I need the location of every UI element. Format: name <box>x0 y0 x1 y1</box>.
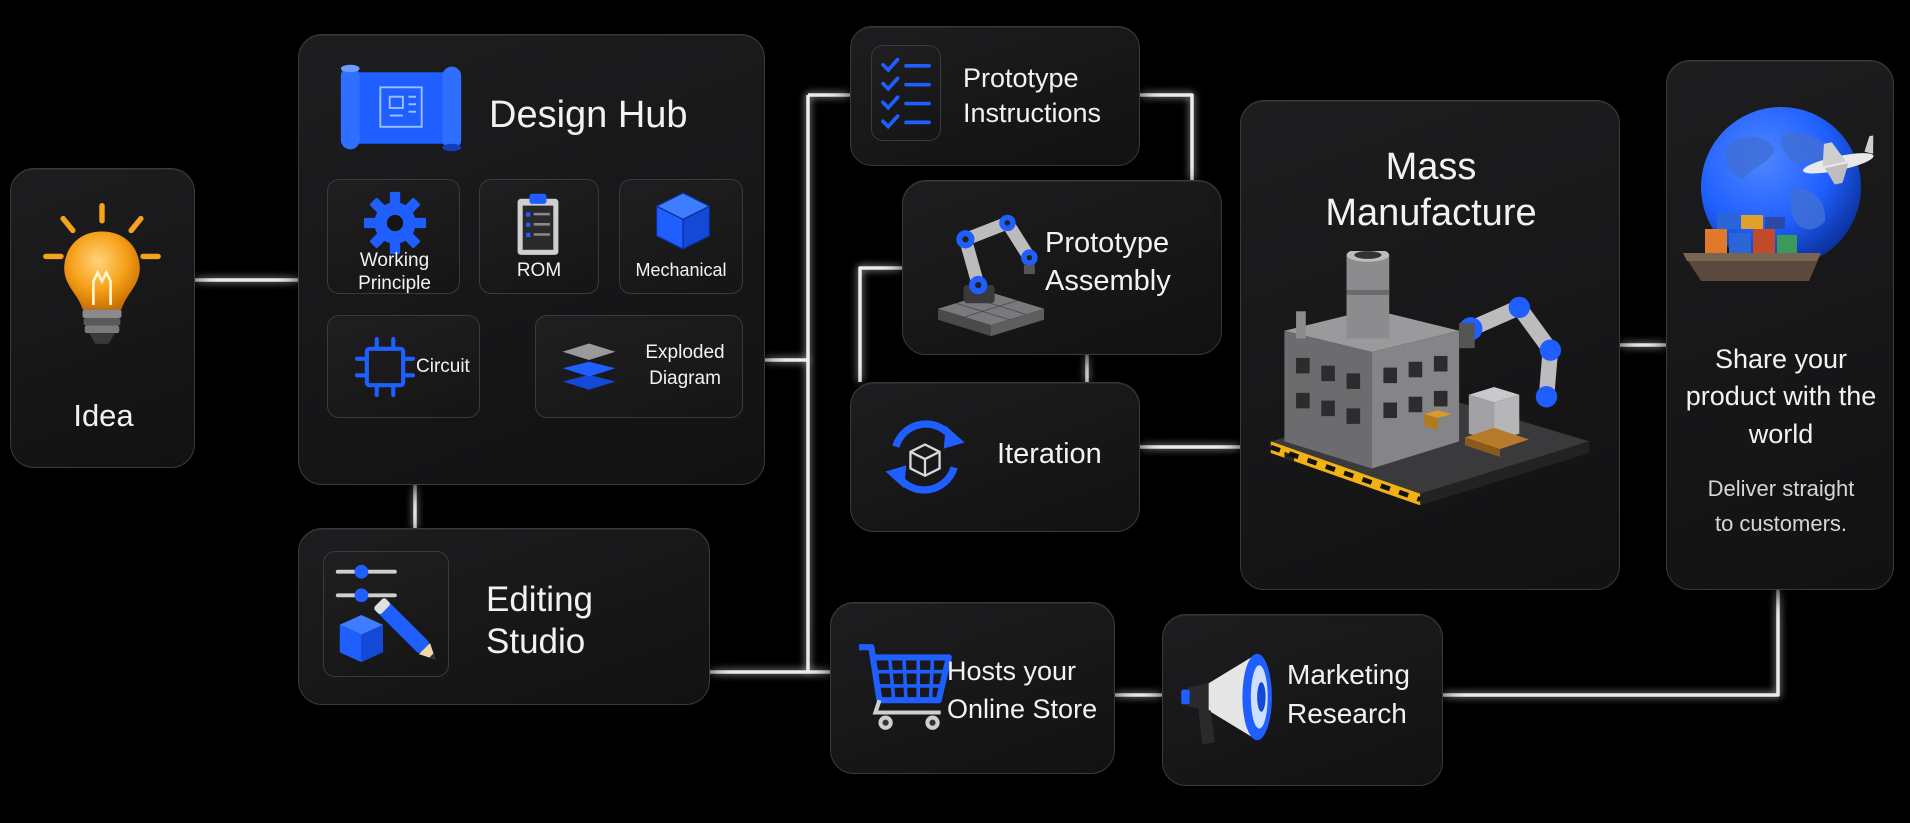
checklist-tile <box>871 45 941 141</box>
iteration-title: Iteration <box>997 438 1102 470</box>
chip-icon <box>354 336 416 398</box>
exploded-diagram-label: Exploded Diagram <box>645 342 725 389</box>
share-subtitle: Deliver straight to customers. <box>1707 476 1855 537</box>
cycle-arrows-icon <box>885 420 965 494</box>
online-store-card[interactable]: Hosts your Online Store <box>830 602 1115 774</box>
marketing-research-card[interactable]: Marketing Research <box>1162 614 1443 786</box>
prototype-assembly-card[interactable]: Prototype Assembly <box>902 180 1222 355</box>
prototype-instructions-card[interactable]: Prototype Instructions <box>850 26 1140 166</box>
online-store-title: Hosts your Online Store <box>947 656 1098 724</box>
marketing-research-title: Marketing Research <box>1287 659 1410 730</box>
idea-card[interactable]: Idea <box>10 168 195 468</box>
editing-studio-title: Editing Studio <box>486 580 594 661</box>
share-title: Share your product with the world <box>1685 344 1877 449</box>
shopping-cart-icon <box>859 644 952 730</box>
wire-instructions-assembly <box>1140 93 1194 180</box>
editing-studio-card[interactable]: Editing Studio <box>298 528 710 705</box>
rom-tile[interactable]: ROM <box>479 179 599 294</box>
clipboard-icon <box>517 193 559 255</box>
megaphone-icon <box>1181 653 1272 745</box>
wire-assembly-iteration-left <box>858 266 902 382</box>
design-hub-title: Design Hub <box>489 94 688 136</box>
lightbulb-icon <box>43 202 161 344</box>
prototype-instructions-title: Prototype Instructions <box>963 63 1102 129</box>
iteration-card[interactable]: Iteration <box>850 382 1140 532</box>
mechanical-tile[interactable]: Mechanical <box>619 179 743 294</box>
circuit-label: Circuit <box>416 356 470 377</box>
rom-label: ROM <box>516 260 562 281</box>
mass-manufacture-title: Mass Manufacture <box>1325 146 1537 234</box>
checklist-icon <box>881 57 931 130</box>
gear-icon <box>363 191 427 255</box>
robot-arm-icon <box>938 214 1044 337</box>
editing-tools-icon <box>335 564 436 663</box>
mass-manufacture-card[interactable]: Mass Manufacture <box>1240 100 1620 590</box>
layers-icon <box>562 343 616 390</box>
working-principle-label: Working Principle <box>358 250 431 294</box>
blueprint-scroll-icon <box>340 64 462 152</box>
prototype-assembly-title: Prototype Assembly <box>1045 227 1171 297</box>
circuit-tile[interactable]: Circuit <box>327 315 480 418</box>
working-principle-tile[interactable]: Working Principle <box>327 179 460 294</box>
editing-icon-tile <box>323 551 449 677</box>
cube-icon <box>655 192 711 250</box>
factory-icon <box>1270 251 1590 506</box>
mechanical-label: Mechanical <box>635 260 727 280</box>
idea-label: Idea <box>73 398 134 433</box>
wire-marketing-share <box>1443 590 1780 697</box>
exploded-diagram-tile[interactable]: Exploded Diagram <box>535 315 743 418</box>
share-card[interactable]: Share your product with the world Delive… <box>1666 60 1894 590</box>
design-hub-card[interactable]: Design Hub Working Principle <box>298 34 765 485</box>
globe-shipping-icon <box>1683 107 1874 281</box>
